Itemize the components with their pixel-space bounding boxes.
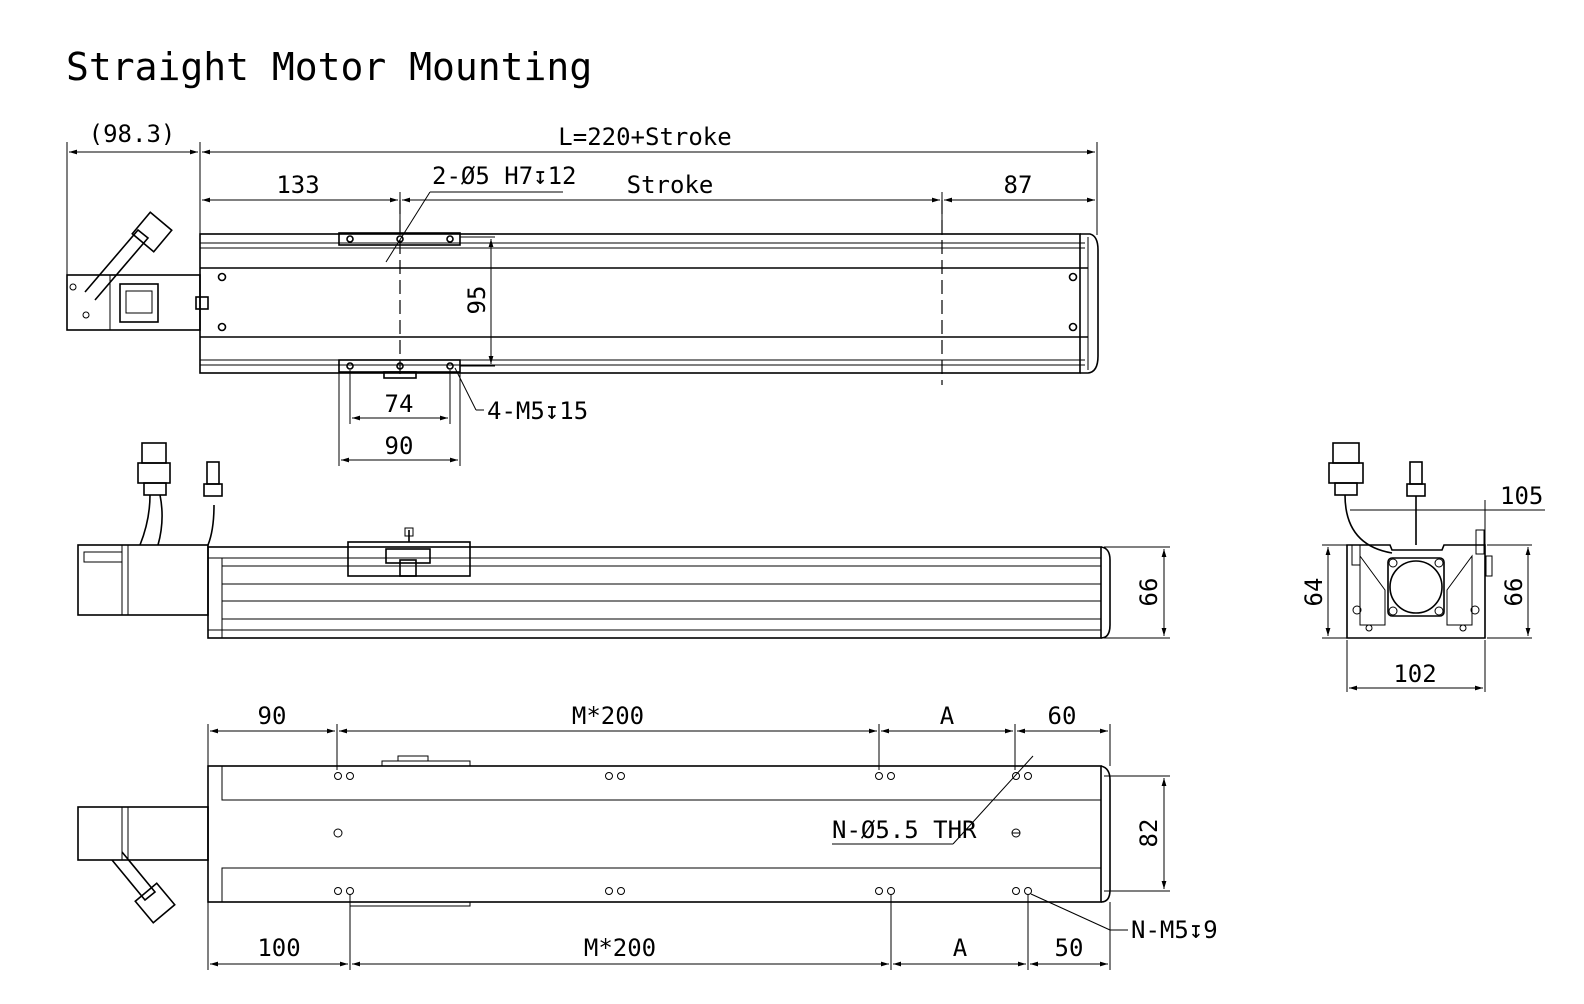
dim-bottom-bottom-a: A: [953, 934, 968, 962]
end-view: 105 64 66 102: [1300, 442, 1545, 692]
dim-height-95: 95: [463, 286, 491, 315]
dim-bottom-bottom-left: 100: [257, 934, 300, 962]
dim-bottom-top-left: 90: [258, 702, 287, 730]
dim-bottom-top-pitch: M*200: [572, 702, 644, 730]
dim-total-length: L=220+Stroke: [558, 123, 731, 151]
dim-stroke: Stroke: [627, 171, 714, 199]
dim-motor-offset: (98.3): [89, 120, 176, 148]
dim-bottom-top-right: 60: [1048, 702, 1077, 730]
side-view: 66: [77, 442, 1170, 639]
page-title: Straight Motor Mounting: [66, 45, 592, 89]
dim-bottom-top-a: A: [940, 702, 955, 730]
label-tap-holes: 4-M5↧15: [487, 397, 588, 425]
dim-right-margin: 87: [1004, 171, 1033, 199]
dim-inner-width: 74: [385, 390, 414, 418]
bottom-view: 90 M*200 A 60 N-Ø5.5 THR N-M5↧9: [77, 702, 1218, 970]
dim-bottom-bottom-pitch: M*200: [584, 934, 656, 962]
dim-end-height-left: 64: [1300, 578, 1328, 607]
dim-end-width: 102: [1393, 660, 1436, 688]
label-thru-holes: N-Ø5.5 THR: [832, 816, 977, 844]
dim-end-height-total: 105: [1500, 482, 1543, 510]
top-view: (98.3) L=220+Stroke 133 Stroke 87 2-Ø5 H…: [66, 120, 1099, 466]
dim-end-height-right: 66: [1500, 578, 1528, 607]
dim-side-height: 66: [1135, 578, 1163, 607]
label-bottom-tap-holes: N-M5↧9: [1131, 916, 1218, 944]
dim-carriage-width: 90: [385, 432, 414, 460]
dim-bottom-bottom-right: 50: [1055, 934, 1084, 962]
dim-left-margin: 133: [276, 171, 319, 199]
dim-slot-width: 82: [1135, 819, 1163, 848]
label-pin-holes: 2-Ø5 H7↧12: [432, 162, 577, 190]
